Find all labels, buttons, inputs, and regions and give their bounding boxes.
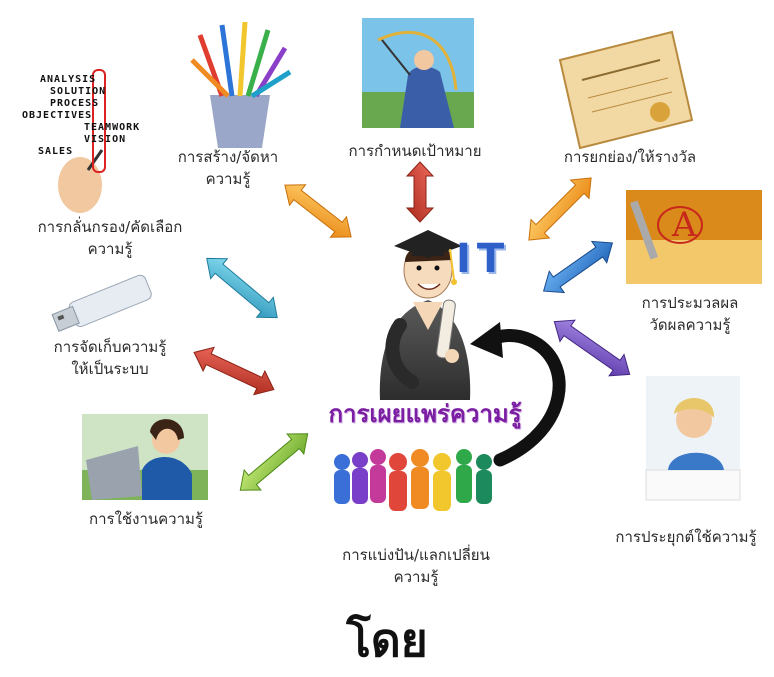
node-share-line1: การแบ่งปัน/แลกเปลี่ยน: [342, 546, 490, 564]
people-crowd: [334, 449, 492, 511]
node-reward-line1: การยกย่อง/ให้รางวัล: [563, 148, 697, 166]
center-title: การเผยแพร่ความรู้: [328, 400, 522, 428]
analysis-word: OBJECTIVES: [22, 110, 93, 121]
node-share-line2: ความรู้: [393, 568, 439, 586]
node-use-line1: การใช้งานความรู้: [89, 510, 203, 528]
arrow-assess: [542, 240, 614, 294]
node-filter: การกลั่นกรอง/คัดเลือก ความรู้: [10, 216, 210, 260]
analysis-word: PROCESS: [50, 98, 100, 109]
node-store: การจัดเก็บความรู้ ให้เป็นระบบ: [30, 336, 190, 380]
analysis-word: SALES: [38, 146, 74, 157]
node-assess: การประมวลผล วัดผลความรู้: [620, 292, 760, 336]
usb-drive-image: [51, 274, 152, 332]
boy-writing-image: [645, 376, 741, 501]
node-create-line2: ความรู้: [205, 170, 251, 188]
footer-word: โดย: [346, 613, 428, 667]
graduate-figure: [379, 230, 471, 400]
curved-black-arrow: [470, 322, 566, 467]
analysis-word: ANALYSIS: [40, 74, 97, 85]
node-use: การใช้งานความรู้: [66, 508, 226, 530]
arrow-goal: [405, 161, 435, 223]
node-store-line2: ให้เป็นระบบ: [71, 360, 149, 378]
node-share: การแบ่งปัน/แลกเปลี่ยน ความรู้: [316, 544, 516, 588]
node-assess-line2: วัดผลความรู้: [649, 316, 731, 334]
node-assess-line1: การประมวลผล: [641, 294, 739, 312]
arrow-apply: [553, 319, 631, 377]
arrow-store: [193, 346, 275, 396]
analysis-word: VISION: [84, 134, 127, 145]
arrow-reward: [528, 177, 592, 241]
node-apply-line1: การประยุกต์ใช้ความรู้: [615, 528, 757, 546]
archer-image: [362, 18, 474, 128]
it-badge: IT: [456, 236, 511, 282]
node-create-line1: การสร้าง/จัดหา: [177, 148, 279, 166]
analysis-word: SOLUTION: [50, 86, 107, 97]
pencil-cup-image: [190, 21, 292, 148]
hand-pen-image: [58, 69, 106, 213]
analysis-word-list: ANALYSIS SOLUTION PROCESS OBJECTIVES TEA…: [22, 74, 140, 158]
node-filter-line2: ความรู้: [87, 240, 133, 258]
laptop-woman-image: [82, 414, 208, 500]
node-create: การสร้าง/จัดหา ความรู้: [168, 146, 288, 190]
node-goal-line1: การกำหนดเป้าหมาย: [348, 142, 482, 160]
node-store-line1: การจัดเก็บความรู้: [53, 338, 167, 356]
analysis-word: TEAMWORK: [84, 122, 141, 133]
certificate-image: [558, 30, 694, 150]
node-reward: การยกย่อง/ให้รางวัล: [540, 146, 720, 168]
node-filter-line1: การกลั่นกรอง/คัดเลือก: [37, 218, 183, 236]
grades-image: A: [626, 190, 762, 284]
arrow-use: [239, 433, 309, 491]
arrow-create: [284, 184, 352, 238]
arrow-filter: [206, 257, 278, 319]
svg-text:A: A: [671, 205, 697, 245]
node-apply: การประยุกต์ใช้ความรู้: [604, 526, 768, 548]
node-goal: การกำหนดเป้าหมาย: [330, 140, 500, 162]
